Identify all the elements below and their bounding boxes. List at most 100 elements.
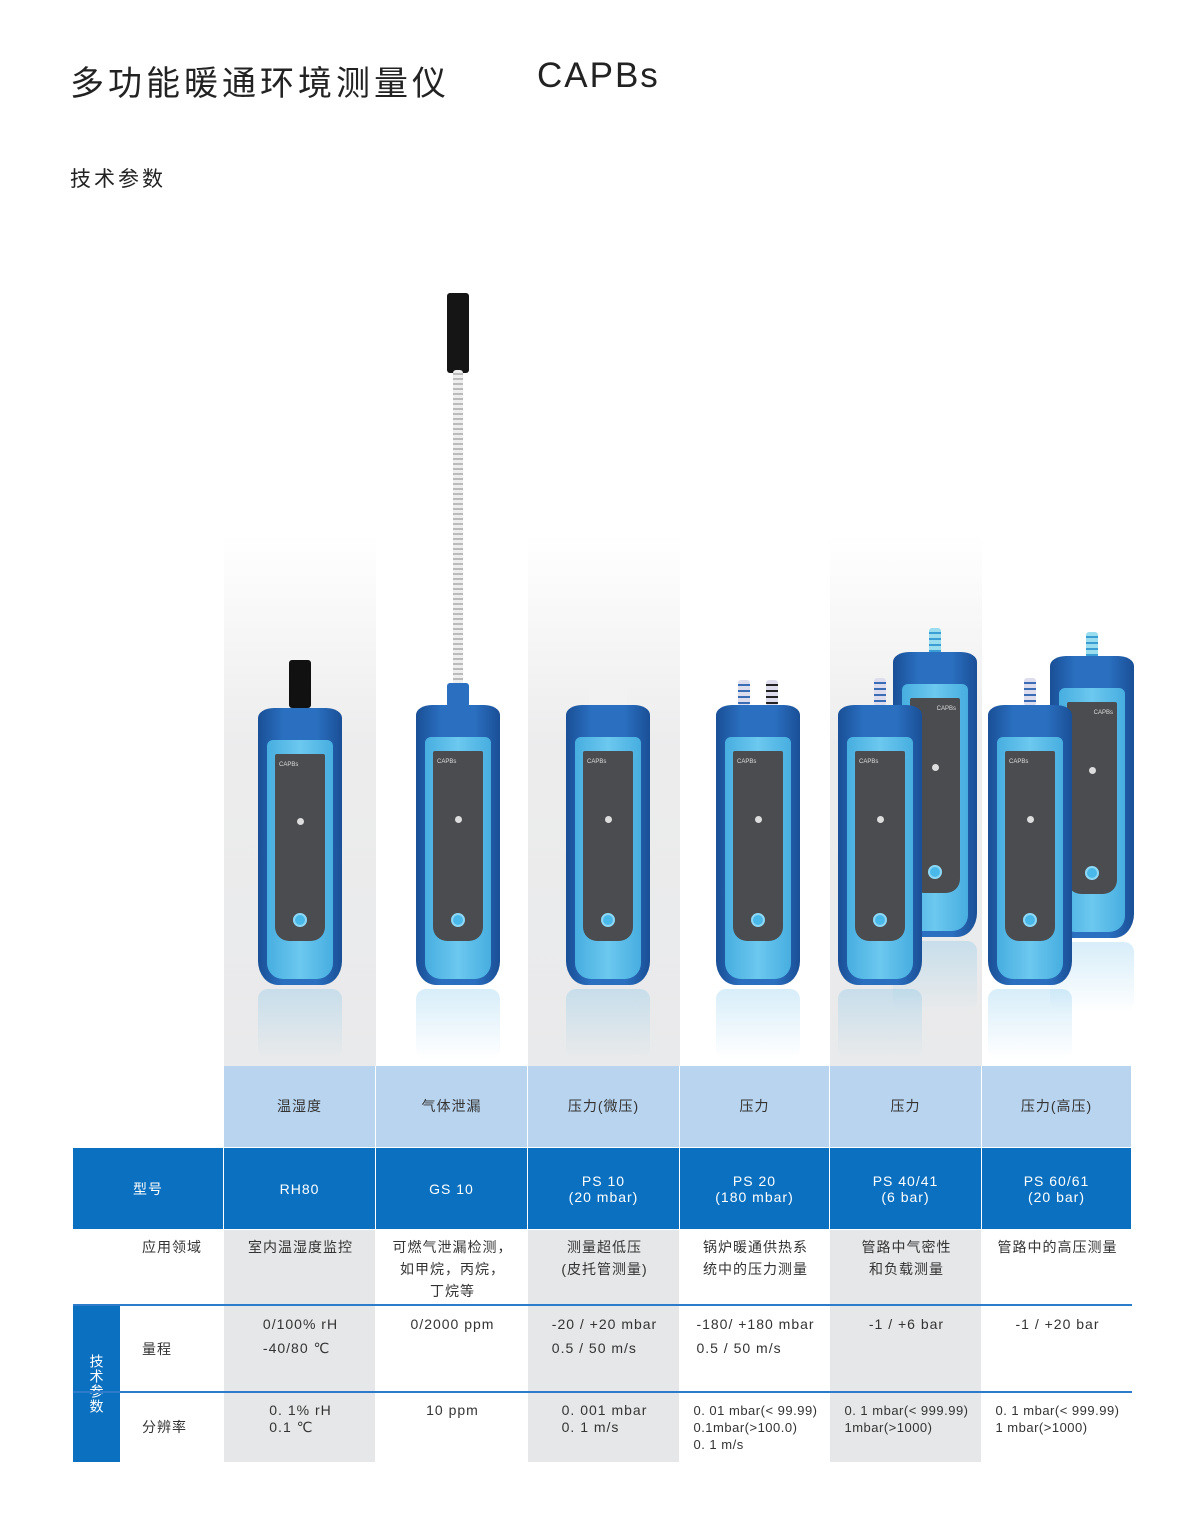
application-line: 丁烷等: [430, 1283, 475, 1299]
range-line: 0/100% rH: [262, 1316, 339, 1332]
resolution-line: 0. 001 mbar: [561, 1402, 648, 1418]
range-line: 0/2000 ppm: [410, 1316, 495, 1332]
application-lines: 可燃气泄漏检测， 如甲烷，丙烷， 丁烷等: [393, 1236, 513, 1302]
resolution-line: 10 ppm: [426, 1402, 479, 1418]
pressure-port-icon: [874, 678, 886, 706]
power-button-icon: [873, 913, 887, 927]
model-spec: (20 bar): [1027, 1188, 1086, 1205]
device-body: CAPBs: [988, 705, 1072, 985]
application-cell: 测量超低压 (皮托管测量): [528, 1230, 679, 1305]
device-panel: CAPBs: [997, 737, 1063, 979]
device-screen: CAPBs: [275, 754, 325, 941]
range-lines: -1 / +6 bar: [869, 1312, 944, 1336]
application-line: (皮托管测量): [561, 1261, 648, 1277]
resolution-line: 0. 01 mbar(< 99.99): [693, 1403, 818, 1418]
power-button-icon: [601, 913, 615, 927]
application-lines: 室内温湿度监控: [248, 1236, 353, 1258]
resolution-line: 1mbar(>1000): [844, 1420, 933, 1435]
device-logo: CAPBs: [279, 762, 299, 768]
category-header: 温湿度: [224, 1066, 375, 1147]
row-label-resolution: 分辨率: [142, 1419, 187, 1435]
led-icon: [1026, 815, 1034, 823]
range-line: -40/80 ℃: [262, 1340, 331, 1356]
resolution-line: 0. 1 m/s: [561, 1419, 620, 1435]
row-label-application: 应用领域: [142, 1239, 202, 1255]
device-screen: CAPBs: [583, 751, 633, 941]
application-line: 可燃气泄漏检测，: [392, 1239, 513, 1255]
application-cell: 管路中气密性和负载测量: [830, 1230, 981, 1305]
resolution-line: 0.1mbar(>100.0): [693, 1420, 798, 1435]
pressure-port-icon: [929, 628, 941, 654]
led-icon: [876, 815, 884, 823]
model-name: RH80: [279, 1180, 320, 1197]
model-cell: RH80: [224, 1148, 375, 1229]
model-name: PS 60/61: [1023, 1172, 1090, 1189]
resolution-line: 0. 1 m/s: [693, 1437, 744, 1452]
device-screen: CAPBs: [855, 751, 905, 941]
application-line: 如甲烷，丙烷，: [400, 1261, 505, 1277]
range-cell: -1 / +6 bar: [830, 1306, 981, 1392]
resolution-lines: 0. 01 mbar(< 99.99) 0.1mbar(>100.0) 0. 1 m…: [693, 1402, 817, 1453]
divider: [73, 1304, 1132, 1306]
category-header: 压力: [680, 1066, 829, 1147]
application-lines: 测量超低压 (皮托管测量): [561, 1236, 647, 1280]
row-label-model: 型号: [73, 1148, 223, 1229]
application-line: 和负载测量: [869, 1261, 944, 1277]
device-body: CAPBs: [416, 705, 500, 985]
device-panel: CAPBs: [847, 737, 913, 979]
power-button-icon: [928, 865, 942, 879]
led-icon: [1088, 767, 1096, 775]
led-icon: [931, 764, 939, 772]
resolution-cell: 0. 01 mbar(< 99.99) 0.1mbar(>100.0) 0. 1 m…: [680, 1393, 829, 1462]
device-panel: CAPBs: [425, 737, 491, 979]
device-reflection: [838, 989, 922, 1059]
resolution-line: 1 mbar(>1000): [995, 1420, 1088, 1435]
page-title: 多功能暖通环境测量仪: [70, 64, 450, 104]
model-name: PS 10: [581, 1172, 626, 1189]
category-header: 压力(高压): [982, 1066, 1131, 1147]
divider: [73, 1391, 1132, 1393]
application-line: 测量超低压: [566, 1239, 642, 1255]
device-body: CAPBs: [258, 708, 342, 985]
resolution-lines: 10 ppm: [426, 1402, 479, 1419]
range-cell: 0/2000 ppm: [376, 1306, 527, 1392]
range-line: 0.5 / 50 m/s: [696, 1340, 782, 1356]
device-screen: CAPBs: [433, 751, 483, 941]
application-line: 锅炉暖通供热系: [703, 1239, 808, 1255]
power-button-icon: [1023, 913, 1037, 927]
category-header: 压力(微压): [528, 1066, 679, 1147]
resolution-cell: 0. 1 mbar(< 999.99) 1 mbar(>1000): [982, 1393, 1131, 1462]
application-line: 统中的压力测量: [703, 1261, 808, 1277]
device-reflection: [716, 989, 800, 1059]
pressure-port-icon: [766, 680, 778, 706]
power-button-icon: [1085, 866, 1099, 880]
application-lines: 管路中的高压测量: [998, 1236, 1118, 1258]
led-icon: [296, 817, 304, 825]
pressure-connector-icon: [589, 676, 627, 706]
model-spec: (180 mbar): [715, 1188, 794, 1205]
device-body: CAPBs: [716, 705, 800, 985]
range-cell: -180/ +180 mbar 0.5 / 50 m/s: [680, 1306, 829, 1392]
power-button-icon: [451, 913, 465, 927]
range-line: -20 / +20 mbar: [551, 1316, 658, 1332]
category-header: 气体泄漏: [376, 1066, 527, 1147]
range-line: -180/ +180 mbar: [696, 1316, 815, 1332]
range-line: -1 / +20 bar: [1015, 1316, 1100, 1332]
category-header: 压力: [830, 1066, 981, 1147]
led-icon: [454, 815, 462, 823]
application-line: 室内温湿度监控: [248, 1239, 353, 1255]
resolution-line: 0. 1 mbar(< 999.99): [844, 1403, 969, 1418]
device-panel: CAPBs: [575, 737, 641, 979]
application-line: 管路中的高压测量: [997, 1239, 1118, 1255]
resolution-lines: 0. 1 mbar(< 999.99) 1mbar(>1000): [844, 1402, 968, 1436]
brand-name: CAPBs: [537, 56, 660, 95]
resolution-line: 0. 1 mbar(< 999.99): [995, 1403, 1120, 1418]
device-logo: CAPBs: [1093, 710, 1113, 716]
range-lines: 0/2000 ppm: [411, 1312, 495, 1336]
resolution-line: 0. 1% rH: [269, 1402, 332, 1418]
device-logo: CAPBs: [1009, 759, 1029, 765]
model-cell: GS 10: [376, 1148, 527, 1229]
